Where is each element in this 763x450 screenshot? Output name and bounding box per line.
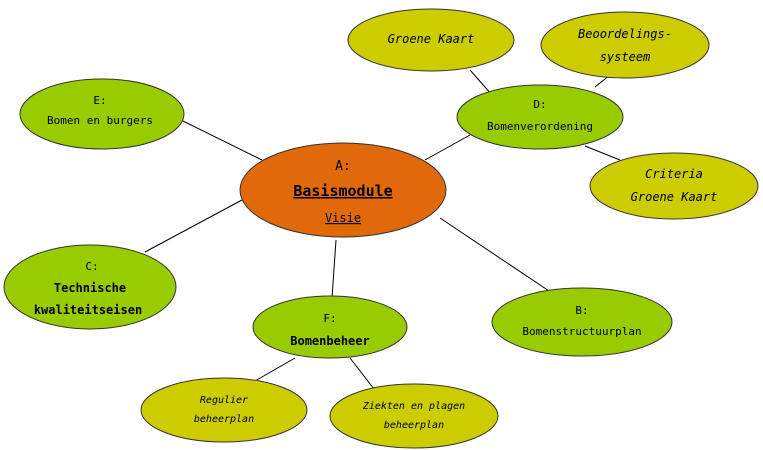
connector-f-regulier (254, 357, 296, 382)
node-f-shape (252, 295, 408, 359)
node-a-basismodule: A: Basismodule Visie (239, 142, 447, 238)
subnode-regulier-line1: Regulier (200, 395, 248, 406)
node-b-label: Bomenstructuurplan (522, 325, 641, 338)
node-c-label-line1: Technische (54, 281, 126, 295)
node-c-technische-kwaliteitseisen: C: Technische kwaliteitseisen (3, 244, 177, 330)
node-f-label: Bomenbeheer (290, 334, 369, 348)
subnode-criteria-line2: Groene Kaart (631, 190, 718, 204)
node-c-label-line2: kwaliteitseisen (34, 303, 142, 317)
node-e-shape (19, 78, 185, 150)
node-a-title: Basismodule (293, 182, 392, 200)
subnode-ziekten-en-plagen-beheerplan: Ziekten en plagen beheerplan (329, 383, 499, 449)
subnode-beoordelingssysteem-line1: Beoordelings- (578, 27, 672, 41)
node-c-shape (3, 244, 177, 330)
subnode-groene-kaart: Groene Kaart (347, 8, 515, 72)
node-c-letter: C: (85, 260, 98, 273)
connector-a-c (144, 199, 243, 253)
connector-f-ziekten (349, 357, 375, 390)
connectors (144, 69, 621, 390)
node-b-shape (491, 287, 673, 357)
node-b-letter: B: (575, 304, 588, 317)
subnode-ziekten-shape (329, 383, 499, 449)
node-e-letter: E: (93, 94, 106, 107)
subnode-regulier-shape (140, 377, 308, 443)
subnode-ziekten-line1: Ziekten en plagen (362, 401, 465, 412)
connector-a-d (424, 134, 471, 161)
subnode-regulier-line2: beheerplan (194, 414, 254, 425)
node-b-bomenstructuurplan: B: Bomenstructuurplan (491, 287, 673, 357)
subnode-groene-kaart-label: Groene Kaart (388, 32, 475, 46)
node-e-bomen-en-burgers: E: Bomen en burgers (19, 78, 185, 150)
subnode-beoordelingssysteem-line2: systeem (600, 50, 651, 64)
subnode-beoordelingssysteem-shape (540, 11, 710, 79)
node-d-letter: D: (533, 98, 546, 111)
subnode-regulier-beheerplan: Regulier beheerplan (140, 377, 308, 443)
subnode-beoordelingssysteem: Beoordelings- systeem (540, 11, 710, 79)
node-a-shape (239, 142, 447, 238)
subnode-groene-kaart-shape (347, 8, 515, 72)
subnode-criteria-line1: Criteria (645, 167, 703, 181)
connector-a-f (331, 239, 337, 299)
connector-d-criteria (584, 145, 621, 161)
node-e-label: Bomen en burgers (47, 114, 153, 127)
node-a-letter: A: (335, 159, 351, 174)
node-f-bomenbeheer: F: Bomenbeheer (252, 295, 408, 359)
node-d-shape (456, 84, 624, 150)
node-a-subtitle: Visie (325, 211, 361, 225)
connector-a-e (182, 120, 263, 161)
subnode-criteria-shape (589, 152, 759, 220)
subnode-criteria-groene-kaart: Criteria Groene Kaart (589, 152, 759, 220)
node-d-bomenverordening: D: Bomenverordening (456, 84, 624, 150)
connector-d-groene-kaart (469, 69, 493, 96)
subnode-ziekten-line2: beheerplan (384, 420, 444, 431)
connector-a-b (439, 217, 553, 294)
node-f-letter: F: (323, 312, 336, 325)
node-d-label: Bomenverordening (487, 120, 593, 133)
